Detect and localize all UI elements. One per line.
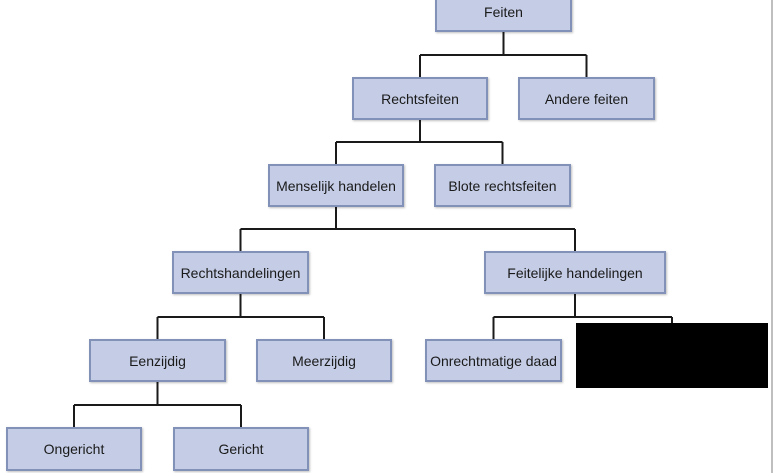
node-menselijk-handelen: Menselijk handelen <box>268 164 404 207</box>
node-feitelijke-handelingen: Feitelijke handelingen <box>484 251 666 294</box>
node-meerzijdig: Meerzijdig <box>256 339 392 382</box>
node-blote-rechtsfeiten: Blote rechtsfeiten <box>434 164 571 207</box>
node-eenzijdig: Eenzijdig <box>89 339 226 382</box>
node-rechtshandelingen: Rechtshandelingen <box>172 251 309 294</box>
connector-rechtshandelingen <box>156 294 325 339</box>
node-rechtsfeiten: Rechtsfeiten <box>352 77 488 120</box>
node-feiten: Feiten <box>435 0 572 32</box>
redacted-node <box>576 323 768 388</box>
connector-feiten <box>419 32 588 77</box>
node-ongericht: Ongericht <box>6 427 142 471</box>
node-andere-feiten: Andere feiten <box>518 77 655 120</box>
connector-menselijk-handelen <box>239 207 576 251</box>
connector-feitelijke-handelingen <box>492 294 673 339</box>
node-onrechtmatige-daad: Onrechtmatige daad <box>425 339 562 382</box>
connector-rechtsfeiten <box>335 120 504 164</box>
node-gericht: Gericht <box>173 427 309 471</box>
connector-eenzijdig <box>73 382 242 427</box>
page-edge-rule <box>771 0 773 473</box>
